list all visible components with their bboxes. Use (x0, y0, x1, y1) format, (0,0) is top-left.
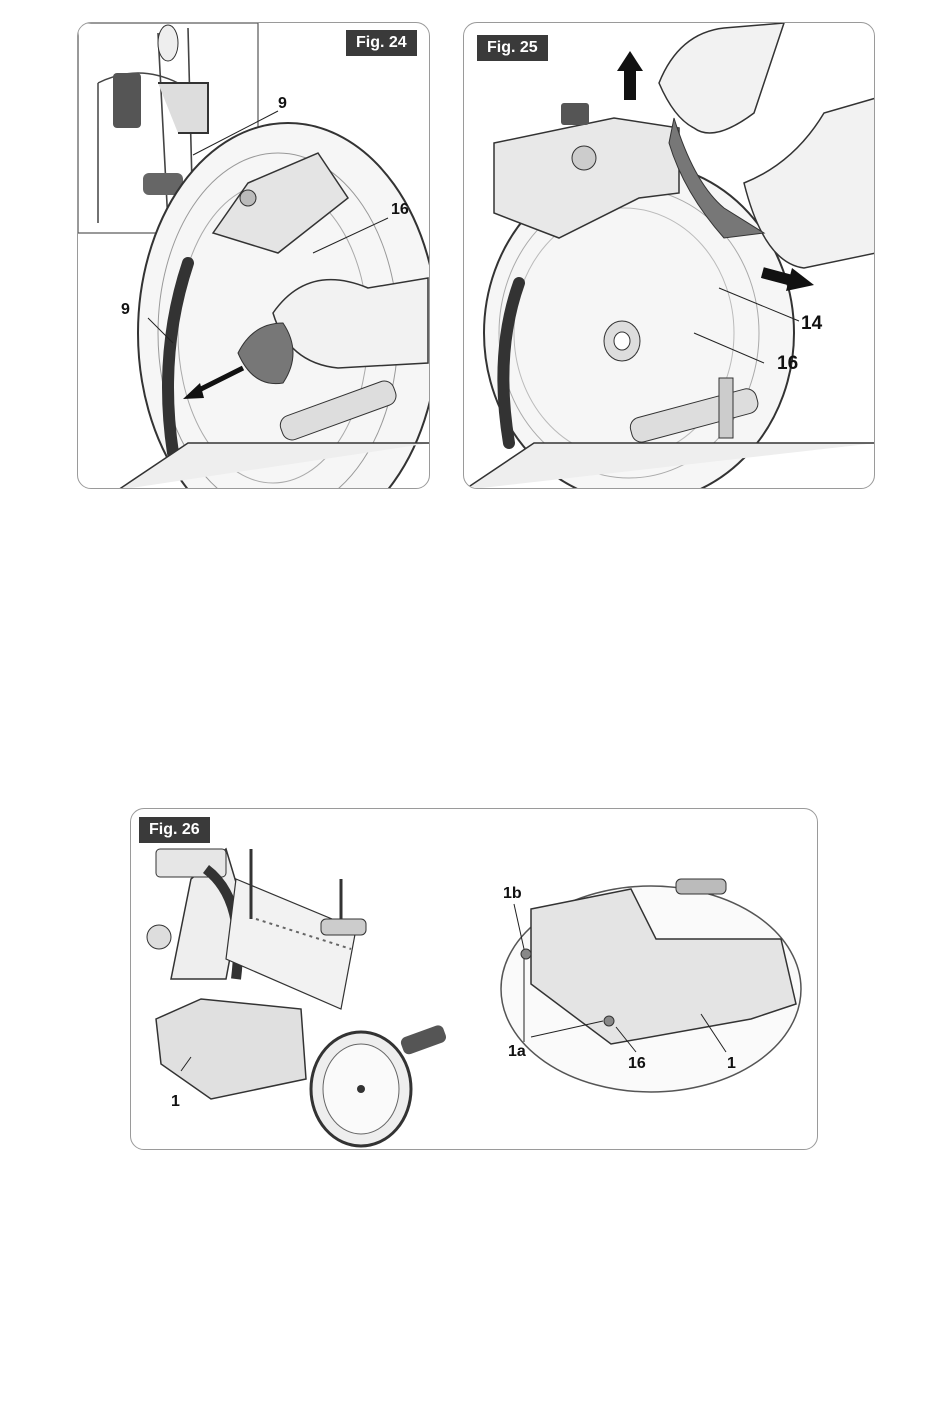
figure-25-label: Fig. 25 (477, 35, 548, 61)
figure-24-illustration (78, 23, 430, 489)
figure-25-panel: Fig. 25 14 16 (463, 22, 875, 489)
callout-1b: 1b (503, 885, 522, 903)
arrow-right-icon (786, 268, 814, 291)
figure-24-label: Fig. 24 (346, 30, 417, 56)
callout-1a: 1a (508, 1043, 526, 1061)
knob-icon (561, 103, 589, 125)
callout-14: 14 (801, 313, 822, 335)
figure-24-panel: Fig. 24 9 9 16 (77, 22, 430, 489)
figure-25-illustration (464, 23, 875, 489)
callout-16: 16 (391, 201, 409, 219)
arrow-up-icon (617, 51, 643, 71)
base-tray (156, 999, 306, 1099)
callout-16: 16 (628, 1055, 646, 1073)
callout-9-left: 9 (121, 301, 130, 319)
figure-26-label: Fig. 26 (139, 817, 210, 843)
figure-26-illustration (131, 809, 818, 1150)
callout-1-left: 1 (171, 1093, 180, 1111)
callout-16: 16 (777, 353, 798, 375)
hand-top-icon (659, 23, 784, 133)
figure-26-panel: Fig. 26 1 1b 1a 16 1 (130, 808, 818, 1150)
handle-icon (399, 1024, 447, 1056)
callout-1-right: 1 (727, 1055, 736, 1073)
callout-9-top: 9 (278, 95, 287, 113)
knob-icon (113, 73, 141, 128)
